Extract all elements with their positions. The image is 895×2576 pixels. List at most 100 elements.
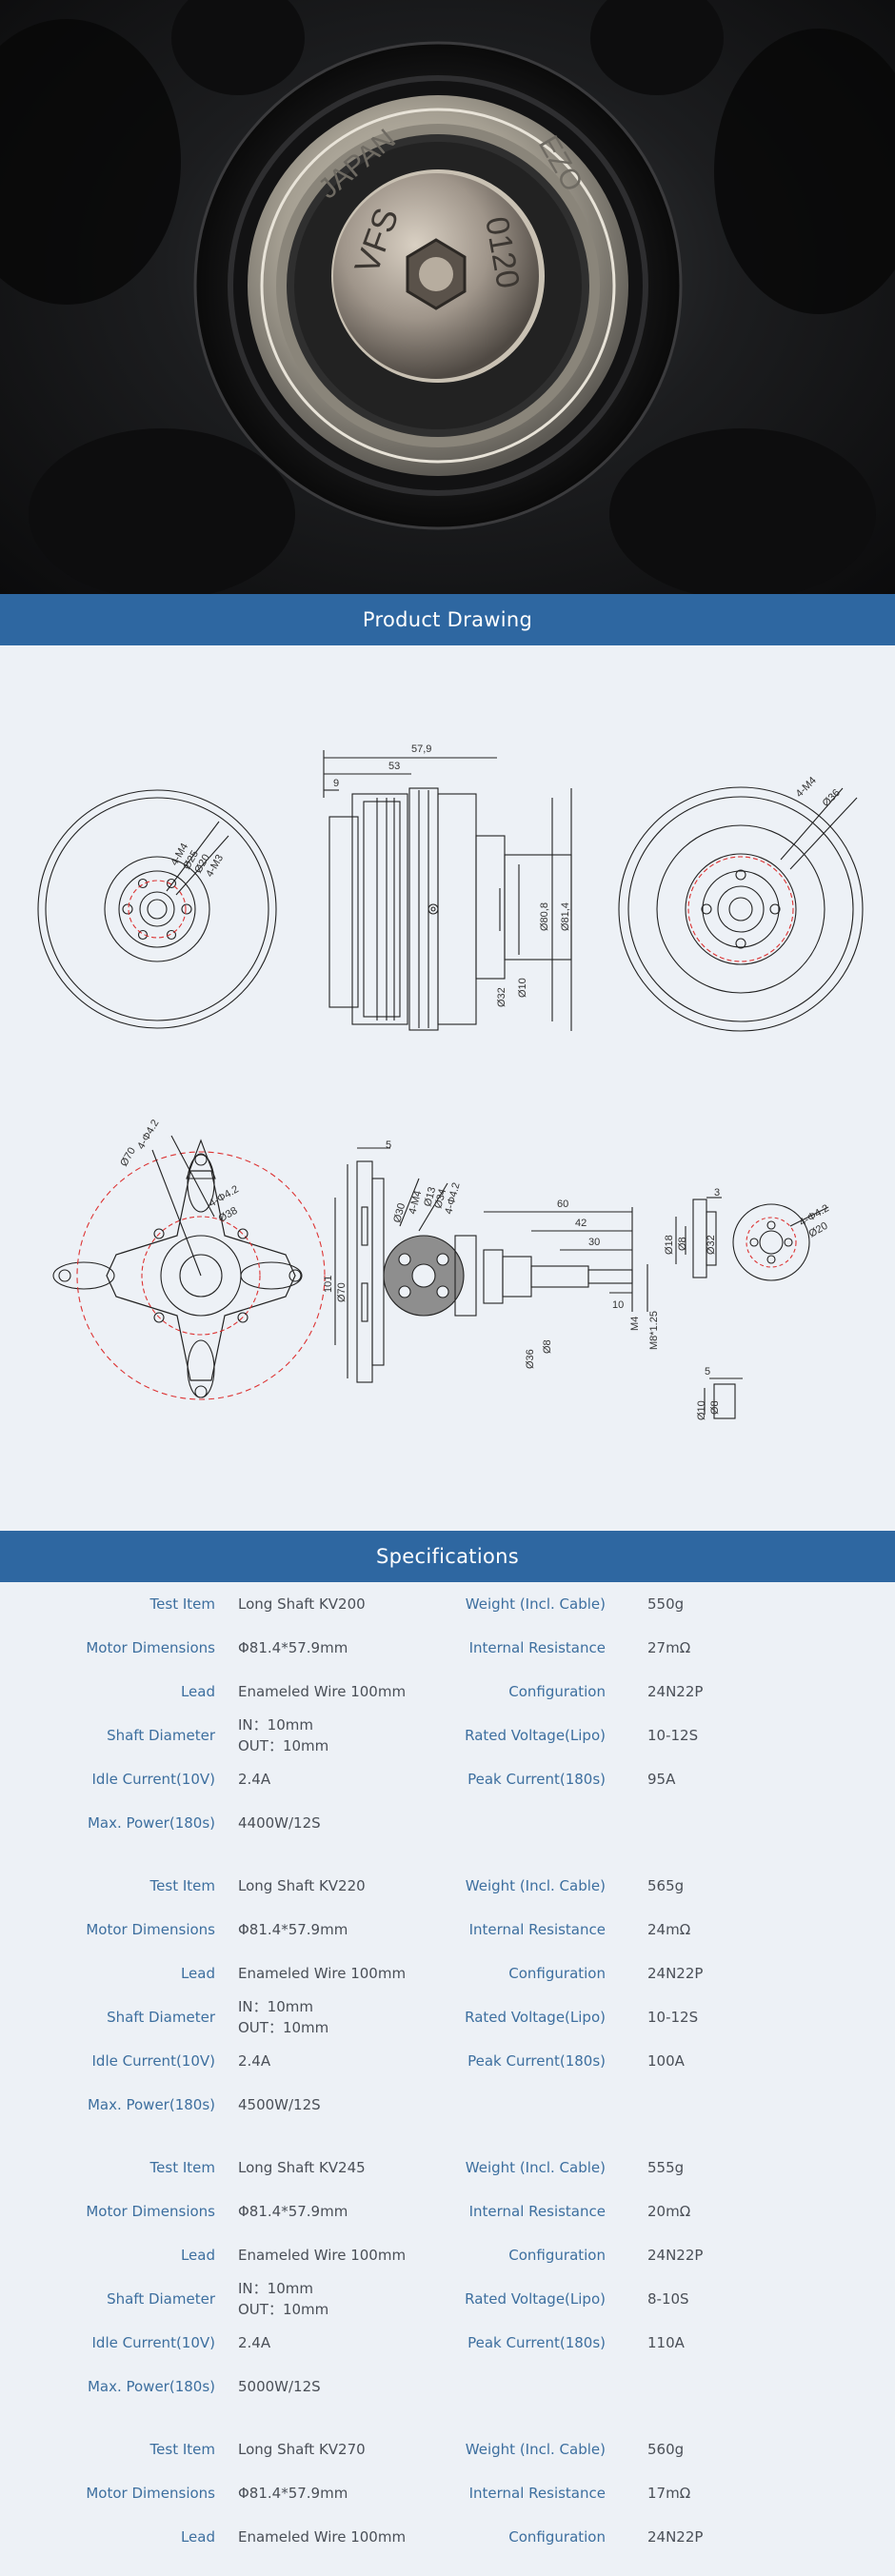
dim-arm-d38: Ø38	[217, 1205, 240, 1225]
spec-row: Lead Enameled Wire 100mm Configuration 2…	[0, 1670, 895, 1714]
spec-label: Rated Voltage(Lipo)	[465, 2290, 606, 2308]
spec-row: Test Item Long Shaft KV270 Weight (Incl.…	[0, 2427, 895, 2471]
spec-value: 10-12S	[647, 1727, 699, 1744]
spec-row: Shaft Diameter IN：10mm OUT：10mm Rated Vo…	[0, 1995, 895, 2039]
dim-shaft-d36: Ø36	[525, 1349, 536, 1369]
dim-washer-5: 5	[705, 1366, 710, 1377]
shaft-in: IN：10mm	[238, 2280, 313, 2297]
spec-label: Configuration	[508, 1965, 606, 1982]
shaft-in: IN：10mm	[238, 1998, 313, 2015]
spec-row: Idle Current(10V) 2.4A Peak Current(180s…	[0, 2039, 895, 2083]
spec-value-shaft: IN：10mm OUT：10mm	[238, 1714, 467, 1757]
dim-side-101: 101	[323, 1276, 334, 1293]
spec-label: Lead	[180, 2528, 215, 2546]
spec-label: Max. Power(180s)	[87, 2378, 215, 2395]
x-mount-drawing	[52, 1135, 326, 1400]
dim-d10: Ø10	[517, 978, 528, 998]
spec-value: 2.4A	[238, 1771, 271, 1788]
spec-value: 4400W/12S	[238, 1814, 321, 1832]
dim-shaft-42: 42	[575, 1218, 587, 1229]
spec-label: Internal Resistance	[468, 1639, 606, 1656]
spec-label: Weight (Incl. Cable)	[465, 2441, 606, 2458]
spec-row: Max. Power(180s) 5000W/12S	[0, 2365, 895, 2408]
spec-row: Test Item Long Shaft KV245 Weight (Incl.…	[0, 2146, 895, 2190]
spec-label: Configuration	[508, 2528, 606, 2546]
side-view-drawing	[323, 750, 572, 1031]
spec-label: Motor Dimensions	[86, 1921, 215, 1938]
spec-value: 8-10S	[647, 2290, 689, 2308]
spec-value: Enameled Wire 100mm	[238, 1965, 407, 1982]
dim-4-m4-rear: 4-M4	[794, 775, 819, 800]
spec-label: Configuration	[508, 2247, 606, 2264]
dim-washer-d10: Ø10	[696, 1400, 707, 1420]
spec-label: Max. Power(180s)	[87, 2096, 215, 2113]
specifications-header: Specifications	[0, 1531, 895, 1582]
spec-label: Rated Voltage(Lipo)	[465, 2009, 606, 2026]
spec-value: Long Shaft KV245	[238, 2159, 366, 2176]
spec-label: Motor Dimensions	[86, 2203, 215, 2220]
spec-value: 20mΩ	[647, 2203, 691, 2220]
rear-view-drawing	[618, 786, 864, 1032]
motor-bearing-illustration: JAPAN EZO VFS 0120	[0, 0, 895, 594]
spec-label: Configuration	[508, 1683, 606, 1700]
product-drawing-title: Product Drawing	[362, 608, 533, 631]
shaft-out: OUT：10mm	[238, 1737, 329, 1754]
spec-row: Shaft Diameter IN：10mm OUT：10mm Rated Vo…	[0, 2277, 895, 2321]
dim-shaft-60: 60	[557, 1199, 568, 1210]
spec-label: Peak Current(180s)	[467, 2334, 606, 2351]
spec-row: Lead Enameled Wire 100mm Configuration 2…	[0, 1952, 895, 1995]
spec-value: Φ81.4*57.9mm	[238, 1921, 348, 1938]
spec-value-shaft: IN：10mm OUT：10mm	[238, 1995, 467, 2039]
spec-value: Φ81.4*57.9mm	[238, 1639, 348, 1656]
dim-shaft-30: 30	[588, 1237, 600, 1248]
spec-label: Test Item	[149, 1595, 215, 1613]
spec-label: Motor Dimensions	[86, 2485, 215, 2502]
spec-value: Long Shaft KV270	[238, 2441, 366, 2458]
spec-label: Shaft Diameter	[107, 2009, 215, 2026]
spec-label: Test Item	[149, 1877, 215, 1894]
spec-label: Internal Resistance	[468, 2485, 606, 2502]
dim-d80-8: Ø80,8	[539, 902, 550, 931]
spec-label: Internal Resistance	[468, 2203, 606, 2220]
spec-row: Test Item Long Shaft KV220 Weight (Incl.…	[0, 1864, 895, 1908]
spec-value: 24mΩ	[647, 1921, 691, 1938]
dim-hub-d13: Ø13	[422, 1186, 438, 1208]
spec-row: Test Item Long Shaft KV200 Weight (Incl.…	[0, 1582, 895, 1626]
spec-value: 95A	[647, 1771, 676, 1788]
spec-row: Lead Enameled Wire 100mm Configuration 2…	[0, 2515, 895, 2559]
shaft-in: IN：10mm	[238, 1716, 313, 1734]
spec-label: Idle Current(10V)	[91, 1771, 216, 1788]
spec-label: Rated Voltage(Lipo)	[465, 1727, 606, 1744]
spec-row: Idle Current(10V) 2.4A Peak Current(180s…	[0, 1757, 895, 1801]
spec-label: Peak Current(180s)	[467, 2052, 606, 2070]
shaft-out: OUT：10mm	[238, 2301, 329, 2318]
spec-value: 560g	[647, 2441, 685, 2458]
spec-value: 550g	[647, 1595, 685, 1613]
specifications-title: Specifications	[376, 1545, 519, 1568]
shaft-drawing	[483, 1207, 648, 1312]
dim-cap-3: 3	[714, 1187, 720, 1199]
spec-value: Enameled Wire 100mm	[238, 2247, 407, 2264]
front-view-drawing	[37, 789, 277, 1029]
spec-label: Idle Current(10V)	[91, 2334, 216, 2351]
spec-value: 24N22P	[647, 2528, 704, 2546]
spec-value: 100A	[647, 2052, 685, 2070]
spec-row: Motor Dimensions Φ81.4*57.9mm Internal R…	[0, 2471, 895, 2515]
hub-plate-drawing	[383, 1178, 477, 1317]
spec-row: Lead Enameled Wire 100mm Configuration 2…	[0, 2233, 895, 2277]
spec-label: Test Item	[149, 2441, 215, 2458]
spec-value: Enameled Wire 100mm	[238, 2528, 407, 2546]
spec-label: Max. Power(180s)	[87, 1814, 215, 1832]
dim-shaft-10: 10	[612, 1299, 624, 1311]
washer-drawing	[704, 1377, 743, 1419]
spec-value: Enameled Wire 100mm	[238, 1683, 407, 1700]
cap-drawing	[675, 1197, 829, 1281]
dim-57-9: 57,9	[411, 743, 431, 755]
technical-drawings: 57,9 53 9 Ø80,8 Ø81,4 Ø32 Ø10 4-M4 Ø36 4…	[37, 743, 864, 1420]
x-mount-side-drawing	[334, 1147, 390, 1383]
spec-value: Long Shaft KV220	[238, 1877, 366, 1894]
dim-shaft-m4: M4	[629, 1317, 641, 1331]
dim-arm-4-42: 4-Φ4.2	[135, 1118, 161, 1151]
dim-arm-d70: Ø70	[118, 1145, 138, 1168]
spec-row: Motor Dimensions Φ81.4*57.9mm Internal R…	[0, 1908, 895, 1952]
